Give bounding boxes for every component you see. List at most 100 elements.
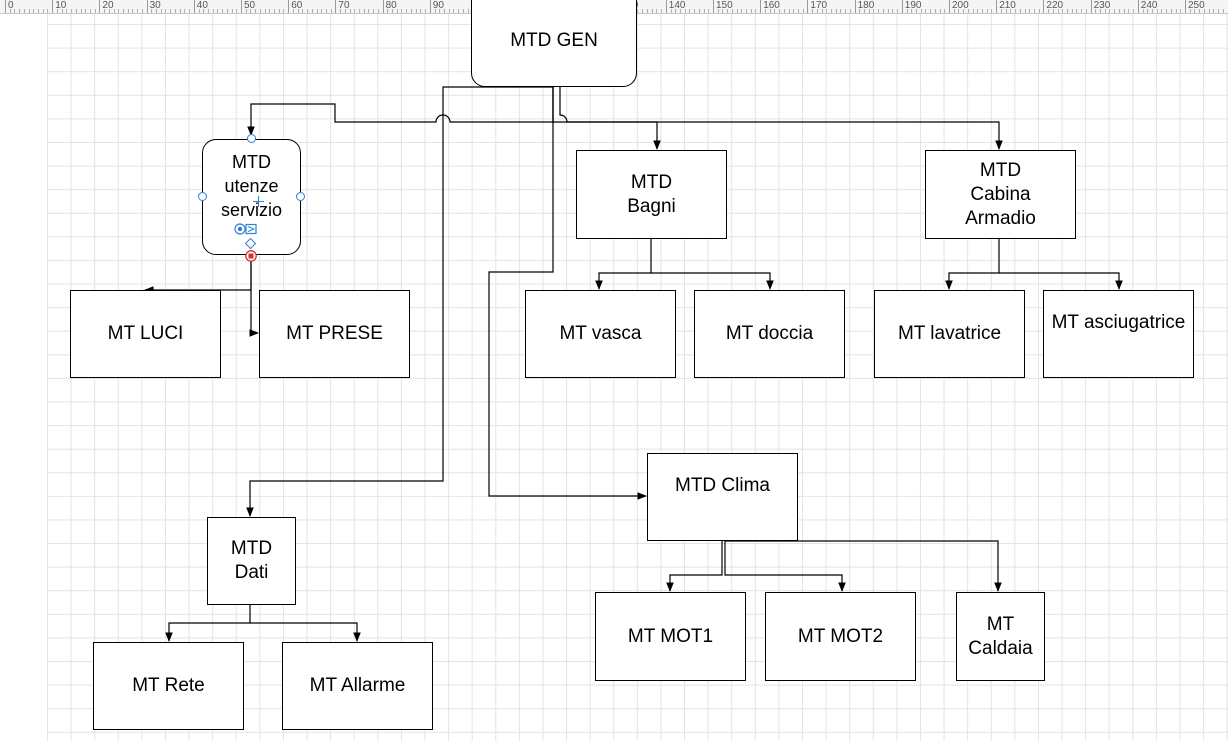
ruler-minor-tick	[750, 9, 752, 13]
ruler-minor-tick	[174, 9, 176, 13]
ruler-minor-tick	[255, 9, 257, 13]
connector-clima-mot1[interactable]	[666, 540, 723, 592]
ruler-minor-tick	[944, 9, 946, 13]
node-mt-mot1[interactable]: MT MOT1	[595, 592, 746, 681]
ruler-minor-tick	[930, 9, 932, 13]
ruler-minor-tick	[1133, 9, 1135, 13]
ruler-minor-tick	[977, 9, 979, 13]
node-mtd-clima[interactable]: MTD Clima	[647, 453, 798, 541]
connector-gen-clima[interactable]	[488, 87, 647, 500]
ruler-minor-tick	[123, 9, 124, 13]
node-mt-doccia[interactable]: MT doccia	[694, 290, 845, 378]
connection-handle-left[interactable]	[198, 192, 207, 201]
ruler-minor-tick	[727, 9, 729, 13]
connector-gen-dati[interactable]	[246, 86, 553, 517]
ruler-minor-tick	[1170, 9, 1172, 13]
ruler-minor-tick	[1029, 9, 1031, 13]
ruler-minor-tick	[396, 9, 398, 13]
connector-cabina-asciugatrice[interactable]	[999, 272, 1123, 290]
ruler-minor-tick	[1189, 9, 1191, 13]
connector-utenze-luci[interactable]	[144, 255, 252, 294]
ruler-minor-tick	[283, 9, 285, 13]
node-mt-rete[interactable]: MT Rete	[93, 642, 244, 730]
node-mtd-gen[interactable]: MTD GEN	[471, 0, 637, 87]
connector-dati-allarme[interactable]	[250, 622, 361, 642]
ruler-minor-tick	[462, 9, 464, 13]
ruler-minor-tick	[642, 9, 644, 13]
node-mt-lavatrice[interactable]: MT lavatrice	[874, 290, 1025, 378]
connector-cabina-lavatrice[interactable]	[945, 238, 1000, 290]
connector-gen-bagni[interactable]	[552, 87, 661, 150]
ruler-minor-tick	[47, 9, 49, 13]
connector-gen-utenze[interactable]	[247, 87, 554, 136]
connector-gen-cabina[interactable]	[559, 87, 1003, 150]
node-mt-mot2[interactable]: MT MOT2	[765, 592, 916, 681]
connection-handle-top[interactable]	[247, 134, 256, 143]
node-mt-luci[interactable]: MT LUCI	[70, 290, 221, 378]
ruler-minor-tick	[646, 9, 648, 13]
node-mt-vasca[interactable]: MT vasca	[525, 290, 676, 378]
ruler-minor-tick	[363, 9, 365, 13]
ruler-minor-tick	[934, 9, 936, 13]
ruler-minor-tick	[278, 9, 280, 13]
connector-clima-caldaia[interactable]	[725, 540, 1002, 592]
ruler-minor-tick	[292, 9, 294, 13]
node-mtd-dati[interactable]: MTD Dati	[207, 517, 296, 605]
ruler-minor-tick	[33, 9, 35, 13]
ruler-minor-tick	[953, 9, 955, 13]
ruler-minor-tick	[694, 9, 696, 13]
ruler-minor-tick	[226, 9, 228, 13]
ruler-tick-line	[665, 0, 667, 13]
ruler-minor-tick	[887, 9, 889, 13]
ruler-minor-tick	[741, 9, 743, 13]
rotate-handle-icon[interactable]	[244, 236, 257, 250]
connector-dati-rete[interactable]	[165, 604, 251, 642]
ruler-minor-tick	[151, 9, 153, 13]
ruler-minor-tick	[882, 9, 884, 13]
node-mt-asciugatrice[interactable]: MT asciugatrice	[1043, 290, 1194, 378]
ruler-minor-tick	[826, 9, 828, 13]
connection-handle-right[interactable]	[296, 192, 305, 201]
ruler-minor-tick	[1005, 9, 1007, 13]
ruler-minor-tick	[165, 9, 167, 13]
ruler-minor-tick	[878, 9, 880, 13]
ruler-minor-tick	[717, 9, 719, 13]
ruler-minor-tick	[670, 9, 672, 13]
ruler-minor-tick	[769, 9, 771, 13]
connector-utenze-prese[interactable]	[249, 255, 259, 337]
ruler-minor-tick	[991, 9, 993, 13]
ruler-minor-tick	[972, 9, 974, 13]
style-toolbar-icon[interactable]	[234, 222, 258, 235]
ruler-minor-tick	[731, 9, 733, 13]
ruler-minor-tick	[1128, 9, 1130, 13]
connector-bagni-doccia[interactable]	[651, 272, 774, 290]
connector-clima-mot2[interactable]	[724, 540, 846, 592]
ruler-minor-tick	[684, 9, 686, 13]
ruler-minor-tick	[38, 9, 40, 13]
node-mt-caldaia[interactable]: MT Caldaia	[956, 592, 1045, 681]
ruler-minor-tick	[736, 9, 738, 13]
ruler-minor-tick	[184, 9, 186, 13]
ruler-minor-tick	[1194, 9, 1196, 13]
node-mtd-utenze-servizio[interactable]: MTD utenze servizio	[202, 139, 301, 255]
ruler-minor-tick	[250, 9, 252, 13]
ruler-minor-tick	[410, 9, 412, 13]
node-mt-prese[interactable]: MT PRESE	[259, 290, 410, 378]
ruler-minor-tick	[448, 9, 450, 13]
node-mtd-cabina-armadio[interactable]: MTD Cabina Armadio	[925, 150, 1076, 239]
ruler-minor-tick	[1161, 9, 1163, 13]
delete-handle-icon[interactable]	[245, 249, 257, 262]
ruler-minor-tick	[245, 9, 247, 13]
node-mtd-bagni[interactable]: MTD Bagni	[576, 150, 727, 239]
ruler-minor-tick	[1166, 9, 1168, 13]
ruler-minor-tick	[198, 9, 200, 13]
ruler-minor-tick	[831, 9, 832, 13]
ruler-minor-tick	[708, 9, 710, 13]
connector-bagni-vasca[interactable]	[595, 238, 652, 290]
ruler-minor-tick	[439, 9, 441, 13]
node-mt-allarme[interactable]: MT Allarme	[282, 642, 433, 730]
ruler-minor-tick	[1118, 9, 1120, 13]
ruler-minor-tick	[274, 9, 276, 13]
ruler-minor-tick	[1010, 9, 1012, 13]
